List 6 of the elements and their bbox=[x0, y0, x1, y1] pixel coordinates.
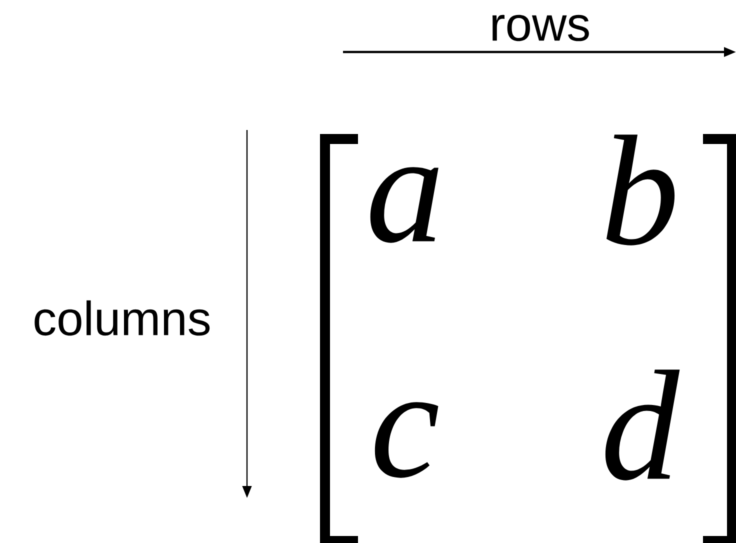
matrix-entry: d bbox=[605, 370, 680, 480]
matrix-entry: a bbox=[370, 167, 438, 243]
axis-label: columns bbox=[34, 300, 210, 336]
matrix-entry: c bbox=[374, 402, 438, 478]
matrix-entry: b bbox=[606, 134, 675, 246]
axis-label: rows bbox=[492, 14, 589, 42]
